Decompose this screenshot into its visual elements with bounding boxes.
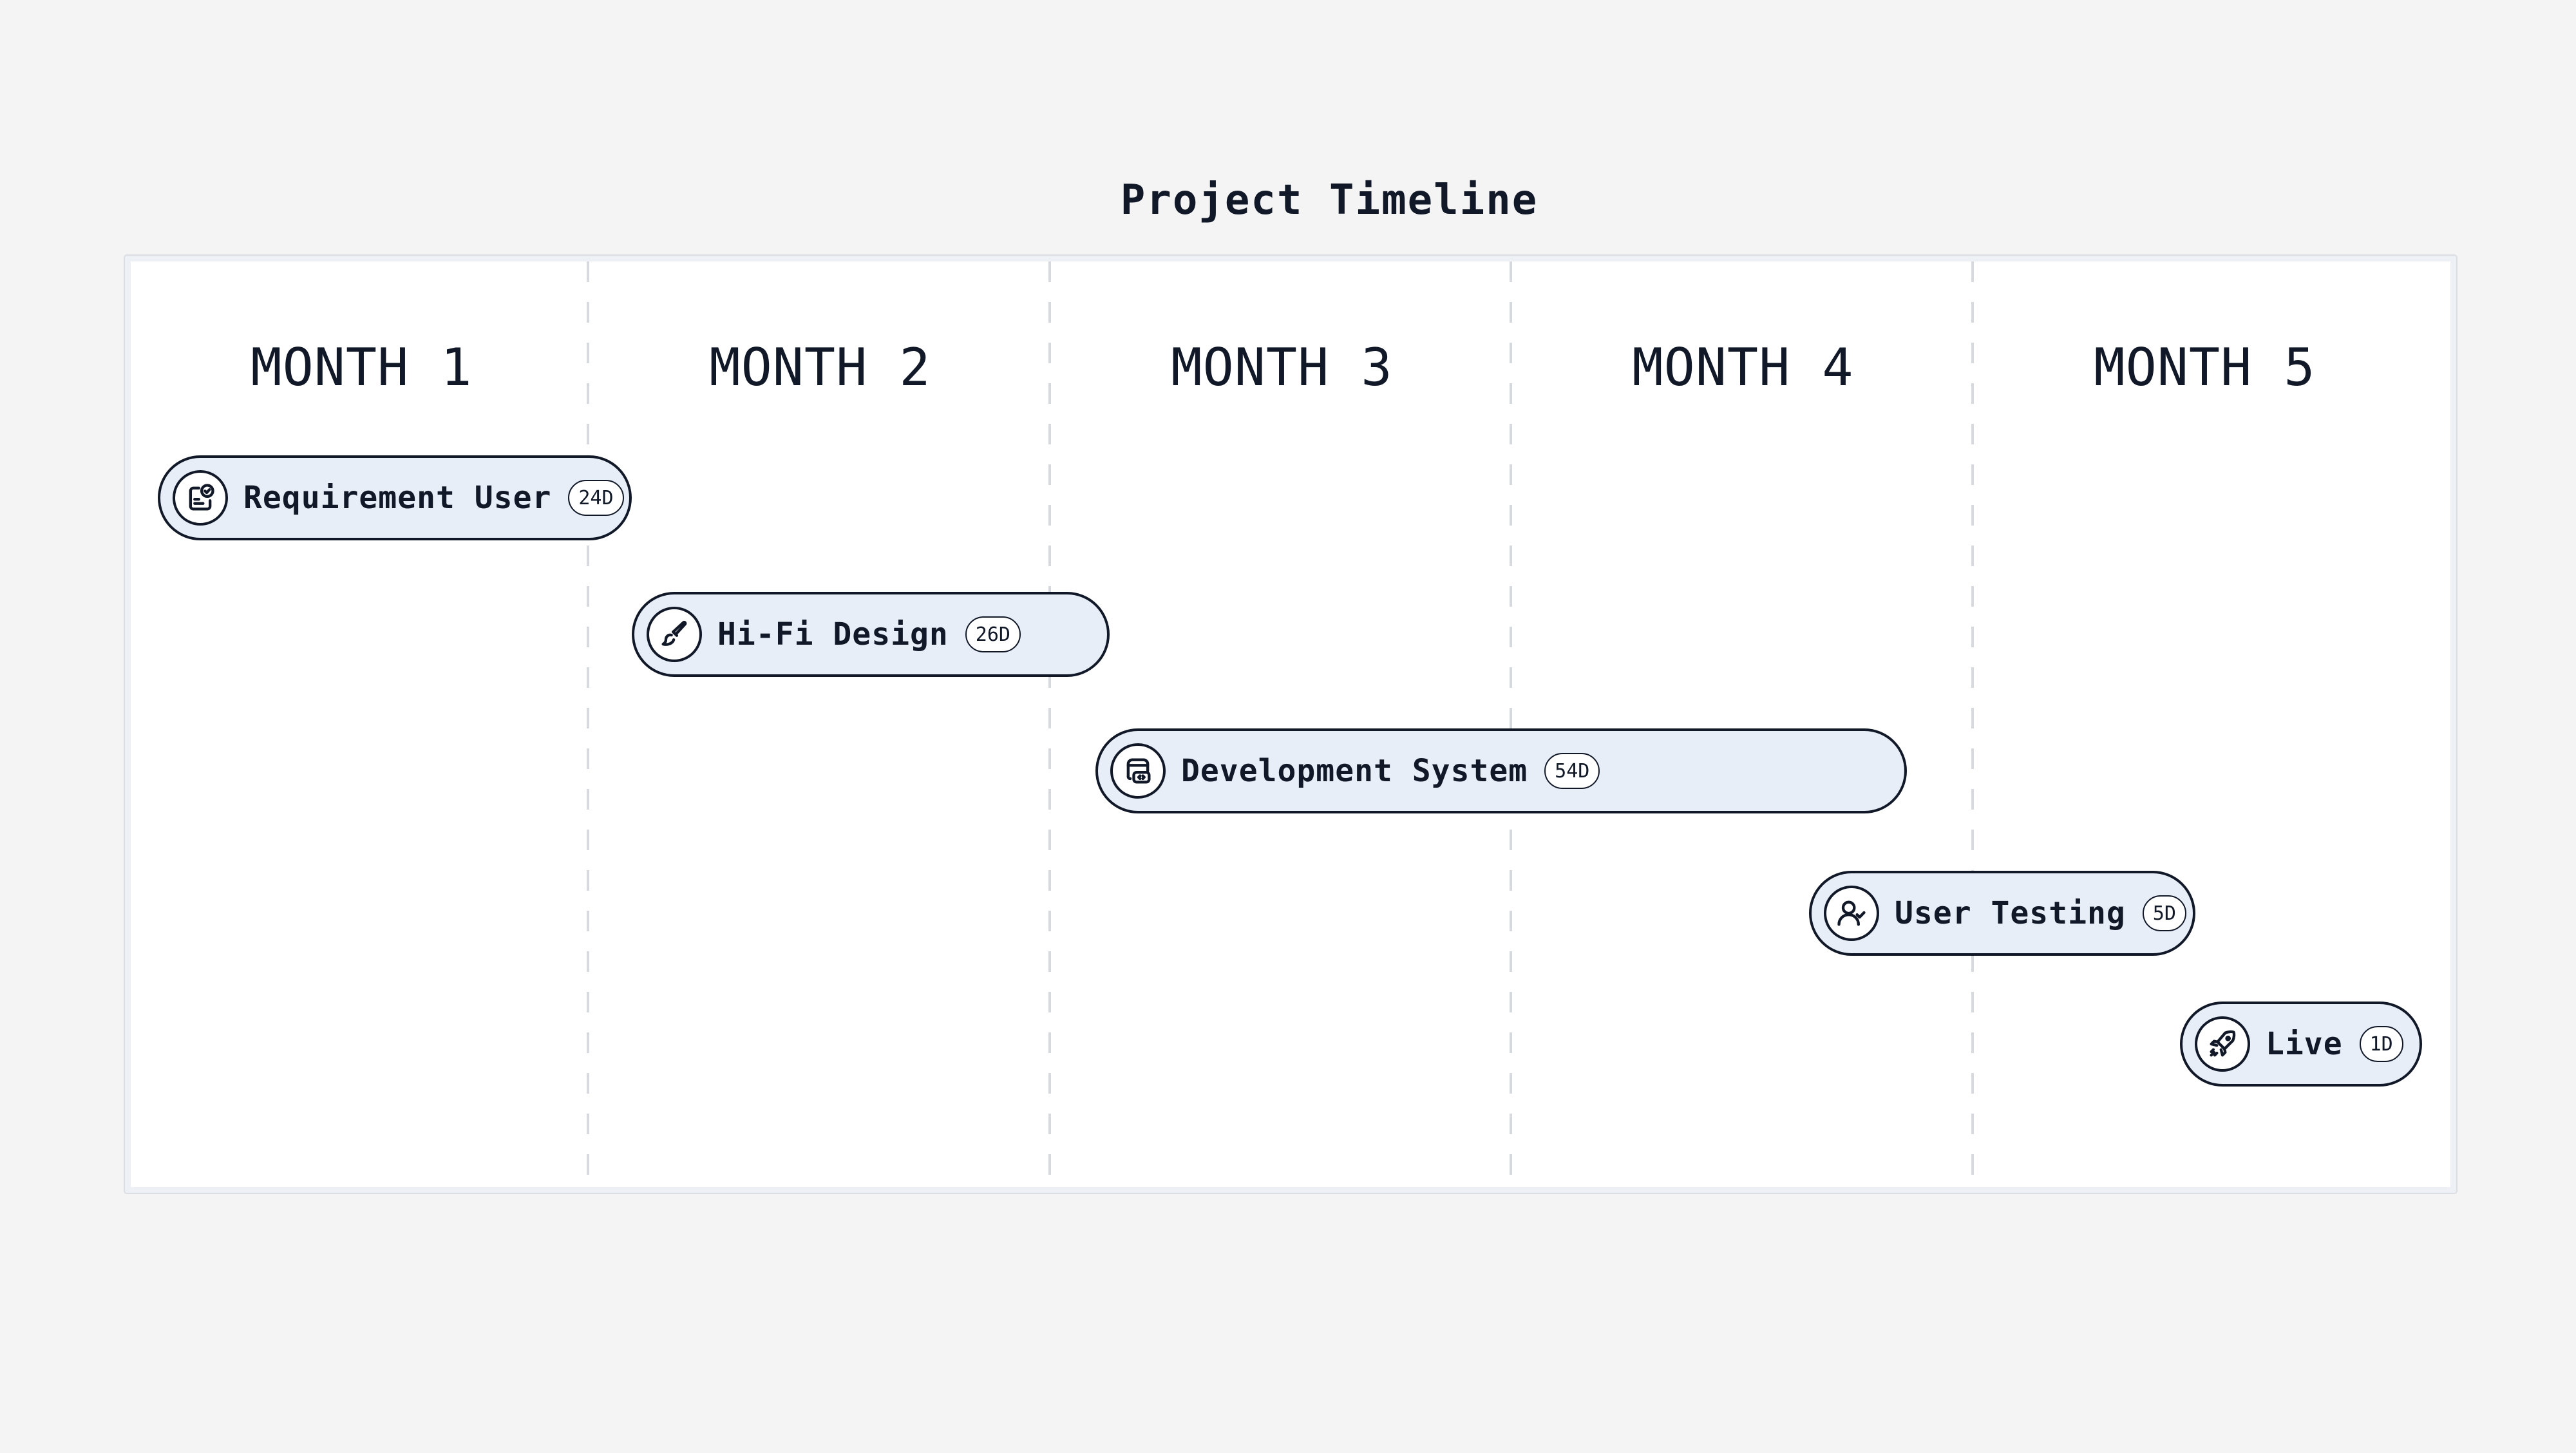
- task-label: Hi-Fi Design: [717, 616, 949, 652]
- duration-badge: 54D: [1544, 753, 1600, 789]
- timeline-board: MONTH 1 MONTH 2 MONTH 3 MONTH 4 MONTH 5 …: [124, 254, 2458, 1194]
- month-grid: MONTH 1 MONTH 2 MONTH 3 MONTH 4 MONTH 5: [131, 261, 2450, 1187]
- month-header-2: MONTH 2: [709, 337, 931, 397]
- month-divider: [587, 261, 589, 1187]
- month-divider: [1510, 261, 1512, 1187]
- month-header-1: MONTH 1: [251, 337, 473, 397]
- duration-badge: 24D: [568, 480, 624, 516]
- duration-badge: 5D: [2142, 895, 2186, 931]
- user-check-icon: [1824, 886, 1879, 941]
- task-label: User Testing: [1895, 895, 2126, 931]
- rocket-icon: [2195, 1016, 2250, 1072]
- paintbrush-icon: [647, 607, 702, 662]
- clipboard-check-icon: [173, 470, 228, 526]
- month-header-5: MONTH 5: [2094, 337, 2316, 397]
- task-bar-development-system[interactable]: Development System 54D: [1095, 728, 1907, 813]
- month-header-4: MONTH 4: [1632, 337, 1854, 397]
- task-bar-user-testing[interactable]: User Testing 5D: [1809, 871, 2195, 956]
- month-divider: [1971, 261, 1974, 1187]
- browser-code-icon: [1110, 743, 1166, 799]
- month-header-3: MONTH 3: [1171, 337, 1393, 397]
- task-label: Development System: [1181, 753, 1528, 789]
- duration-badge: 26D: [965, 616, 1021, 652]
- task-bar-requirement-user[interactable]: Requirement User 24D: [158, 455, 632, 540]
- task-label: Live: [2266, 1026, 2343, 1062]
- task-bar-hifi-design[interactable]: Hi-Fi Design 26D: [632, 592, 1110, 677]
- task-label: Requirement User: [243, 480, 552, 516]
- duration-badge: 1D: [2359, 1026, 2403, 1062]
- month-divider: [1048, 261, 1051, 1187]
- task-bar-live[interactable]: Live 1D: [2180, 1002, 2422, 1087]
- page-title: Project Timeline: [1120, 176, 1539, 224]
